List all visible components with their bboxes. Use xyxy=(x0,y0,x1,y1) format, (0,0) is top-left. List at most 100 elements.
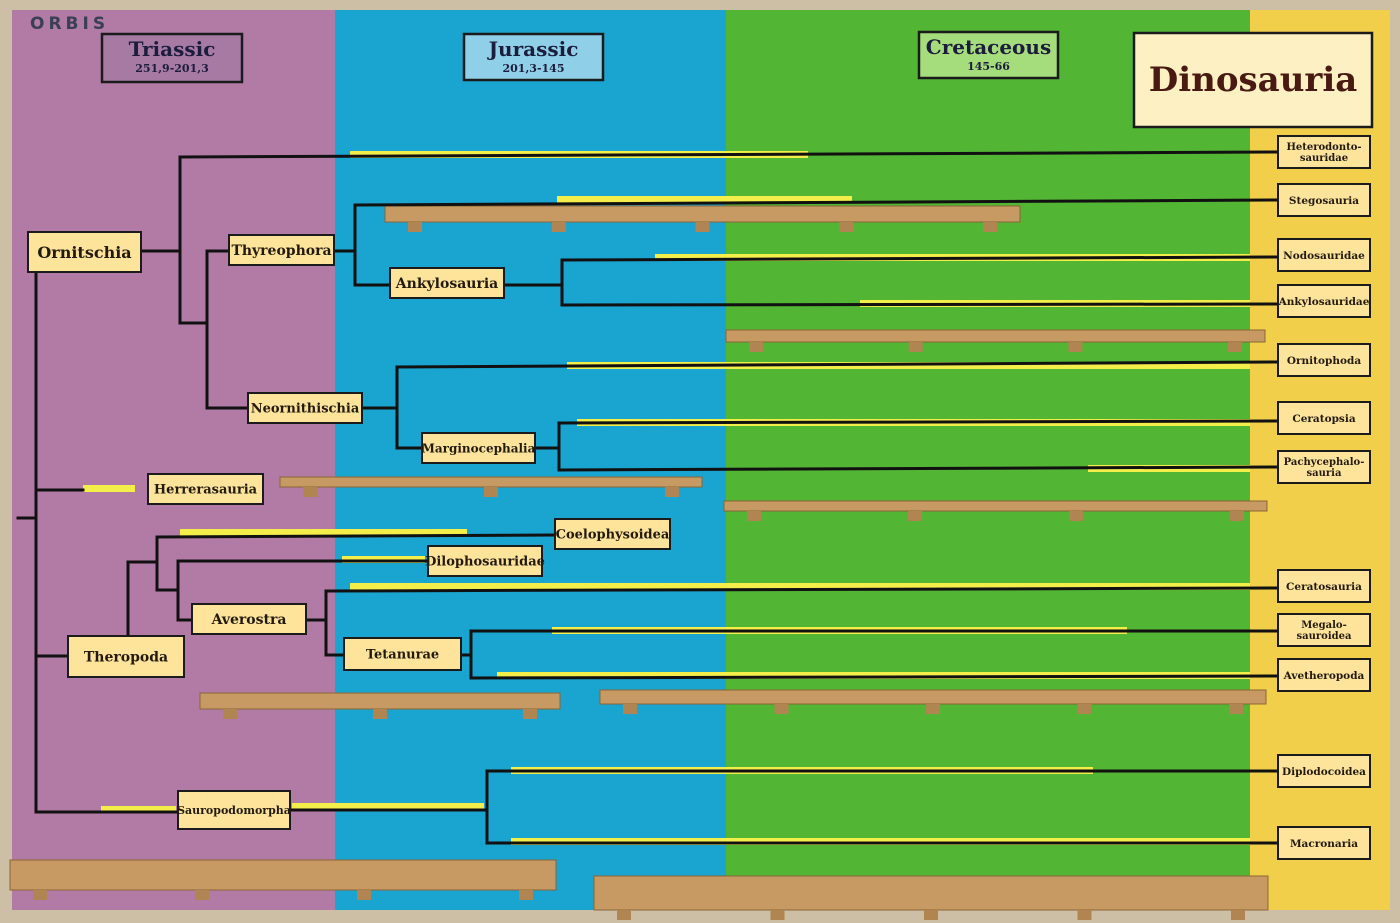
node-box-theropoda xyxy=(67,635,185,678)
period-name-jurassic: Jurassic xyxy=(487,37,579,61)
tree-branch xyxy=(353,198,1280,207)
shelf-bracket xyxy=(195,890,209,900)
node-label-thyreophora: Thyreophora xyxy=(231,243,331,259)
node-label-averostra: Averostra xyxy=(211,612,287,628)
shelf-bracket xyxy=(1077,704,1092,714)
taxon-label-pachycephalo-sauria: Pachycephalo-sauria xyxy=(1284,457,1365,479)
node-label-ankylosauria: Ankylosauria xyxy=(395,276,498,292)
node-box-averostra xyxy=(191,603,307,635)
period-name-triassic: Triassic xyxy=(129,37,216,61)
tree-branch xyxy=(324,586,1280,593)
taxon-label-macronaria: Macronaria xyxy=(1290,838,1358,850)
node-box-herrerasauria xyxy=(147,473,264,505)
period-range-triassic: 251,9-201,3 xyxy=(135,62,208,75)
diagram-title: Dinosauria xyxy=(1149,60,1358,100)
taxon-box-avetheropoda xyxy=(1277,658,1371,692)
band-cretaceous xyxy=(726,10,1250,910)
shelf-bracket xyxy=(484,487,498,497)
taxon-label-avetheropoda: Avetheropoda xyxy=(1283,670,1365,682)
range-bar xyxy=(83,485,135,492)
node-label-ornitschia: Ornitschia xyxy=(37,243,131,262)
shelf-bracket xyxy=(1231,910,1245,920)
shelf-bracket xyxy=(908,342,923,352)
node-box-ankylosauria xyxy=(389,267,505,299)
node-label-theropoda: Theropoda xyxy=(84,650,168,666)
shelf-bracket xyxy=(33,890,47,900)
node-label-marginocephalia: Marginocephalia xyxy=(422,441,536,455)
shelf-bracket xyxy=(223,709,237,719)
shelf-bracket xyxy=(523,709,537,719)
display-shelf xyxy=(279,476,703,488)
display-shelf xyxy=(199,692,561,710)
node-box-tetanurae xyxy=(343,637,462,671)
shelf-bracket xyxy=(747,511,761,521)
shelf-bracket xyxy=(1228,342,1242,352)
tree-branch xyxy=(155,533,557,539)
taxon-label-stegosauria: Stegosauria xyxy=(1289,195,1359,207)
taxon-label-ceratopsia: Ceratopsia xyxy=(1292,413,1355,425)
taxon-label-ornitophoda: Ornitophoda xyxy=(1287,355,1361,367)
range-bar xyxy=(350,583,1250,590)
shelf-bracket xyxy=(623,704,637,714)
node-box-neornithischia xyxy=(247,392,363,424)
display-shelf xyxy=(593,875,1269,911)
shelf-bracket xyxy=(519,890,533,900)
shelf-bracket xyxy=(617,910,631,920)
tree-branch xyxy=(560,302,1280,307)
taxon-label-diplodocoidea: Diplodocoidea xyxy=(1282,766,1366,778)
shelf-bracket xyxy=(373,709,387,719)
range-bar xyxy=(180,529,467,536)
display-shelf xyxy=(599,689,1267,705)
display-shelf xyxy=(9,859,557,891)
taxon-label-ankylosauridae: Ankylosauridae xyxy=(1278,296,1370,308)
shelf-bracket xyxy=(1077,910,1092,920)
range-bar xyxy=(292,803,484,810)
shelf-bracket xyxy=(551,222,566,232)
taxon-box-macronaria xyxy=(1277,826,1371,860)
node-label-tetanurae: Tetanurae xyxy=(366,648,439,663)
shelf-bracket xyxy=(357,890,371,900)
taxon-box-ornitophoda xyxy=(1277,343,1371,377)
node-label-herrerasauria: Herrerasauria xyxy=(154,483,258,498)
shelf-bracket xyxy=(408,222,422,232)
shelf-bracket xyxy=(774,704,789,714)
tree-branch xyxy=(560,255,1280,262)
taxon-box-ceratopsia xyxy=(1277,401,1371,435)
display-shelf xyxy=(725,329,1266,343)
shelf-bracket xyxy=(303,487,317,497)
period-name-cretaceous: Cretaceous xyxy=(926,35,1051,59)
taxon-box-megalo-sauroidea xyxy=(1277,613,1371,647)
taxon-box-diplodocoidea xyxy=(1277,754,1371,788)
tree-branch xyxy=(557,419,1280,425)
shelf-bracket xyxy=(665,487,679,497)
node-label-neornithischia: Neornithischia xyxy=(251,402,360,417)
period-box-jurassic xyxy=(462,32,605,82)
taxon-box-nodosauridae xyxy=(1277,238,1371,272)
taxon-label-megalo-sauroidea: Megalo-sauroidea xyxy=(1297,620,1352,642)
taxon-box-heterodonto-sauridae xyxy=(1277,135,1371,169)
taxon-label-ceratosauria: Ceratosauria xyxy=(1286,581,1362,593)
node-box-dilophosauridae xyxy=(427,545,543,577)
node-label-coelophysoidea: Coelophysoidea xyxy=(556,528,670,543)
shelf-bracket xyxy=(749,342,763,352)
period-range-jurassic: 201,3-145 xyxy=(503,62,565,75)
node-label-sauropodomorpha: Sauropodomorpha xyxy=(177,804,291,817)
shelf-bracket xyxy=(1229,704,1243,714)
range-bar xyxy=(497,672,1250,679)
band-triassic xyxy=(12,10,335,910)
shelf-bracket xyxy=(924,910,938,920)
shelf-bracket xyxy=(983,222,997,232)
taxon-box-stegosauria xyxy=(1277,183,1371,217)
taxon-box-ceratosauria xyxy=(1277,569,1371,603)
period-range-cretaceous: 145-66 xyxy=(967,60,1010,73)
tree-branch xyxy=(178,150,1280,159)
taxon-box-pachycephalo-sauria xyxy=(1277,450,1371,484)
display-shelf xyxy=(723,500,1268,512)
display-shelf xyxy=(384,205,1021,223)
node-box-coelophysoidea xyxy=(554,518,671,550)
shelf-bracket xyxy=(908,511,922,521)
shelf-bracket xyxy=(839,222,854,232)
tree-branch xyxy=(395,360,1280,369)
